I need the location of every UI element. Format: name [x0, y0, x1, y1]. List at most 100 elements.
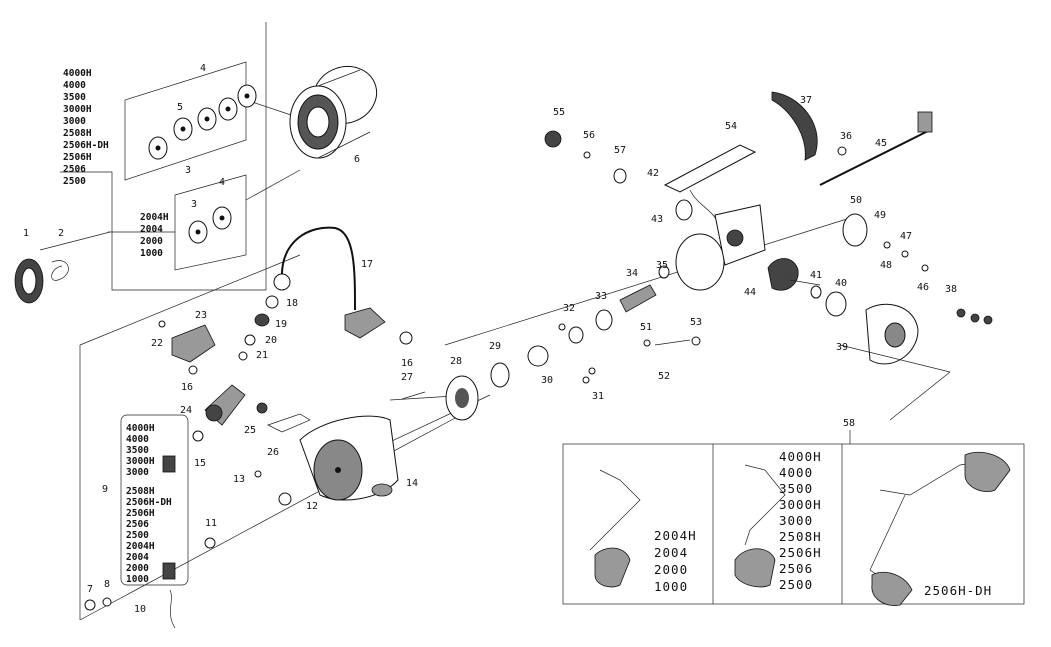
part-number: 48 — [880, 260, 892, 271]
bail-wire — [273, 226, 386, 339]
part-number: 14 — [406, 478, 418, 489]
spool-model: 3500 — [63, 92, 86, 103]
spool-model-list-a: 4000H 4000 3500 3000H 3000 2508H 2506H-D… — [63, 68, 109, 187]
part-number: 41 — [810, 270, 822, 281]
spool-model: 3000 — [63, 116, 86, 127]
spool-model-box — [60, 22, 301, 291]
part-number: 2 — [58, 228, 64, 239]
spool-model: 2506 — [63, 164, 86, 175]
bail-model: 3000 — [126, 467, 149, 478]
part-number: 40 — [835, 278, 847, 289]
part-number: 3 — [191, 199, 197, 210]
part-number: 44 — [744, 287, 756, 298]
handle-model: 2004H — [654, 528, 697, 543]
part-number: 8 — [104, 579, 110, 590]
part-number: 20 — [265, 335, 277, 346]
part-number: 38 — [945, 284, 957, 295]
part-number: 50 — [850, 195, 862, 206]
part-number: 26 — [267, 447, 279, 458]
top-small-parts — [544, 130, 701, 347]
part-number: 15 — [194, 458, 206, 469]
spool-clip — [51, 260, 69, 281]
part-number: 51 — [640, 322, 652, 333]
spool-model: 3000H — [63, 104, 92, 115]
part-number: 54 — [725, 121, 737, 132]
part-number: 13 — [233, 474, 245, 485]
bail-model: 2506 — [126, 519, 149, 530]
handle-model: 2500 — [779, 577, 813, 592]
bail-trip-and-rod — [771, 91, 933, 186]
part-number: 46 — [917, 282, 929, 293]
handle-2004-illustration — [589, 469, 641, 588]
bail-model: 2004 — [126, 552, 149, 563]
spool-model: 2004 — [140, 224, 163, 235]
part-number-labels: 1 2 3 3 4 4 5 6 7 8 9 10 11 12 13 14 15 … — [23, 63, 957, 615]
part-number: 22 — [151, 338, 163, 349]
part-number: 34 — [626, 268, 638, 279]
part-number: 11 — [205, 518, 217, 529]
part-number: 32 — [563, 303, 575, 314]
drag-knob — [14, 258, 44, 304]
rotor-small-parts — [84, 470, 292, 611]
part-number: 52 — [658, 371, 670, 382]
part-number: 28 — [450, 356, 462, 367]
spool-model: 4000H — [63, 68, 92, 79]
part-number: 37 — [800, 95, 812, 106]
body-frame — [663, 144, 766, 291]
drag-washers-lower — [188, 206, 232, 244]
part-number: 10 — [134, 604, 146, 615]
drag-washers-upper — [148, 84, 257, 160]
part-number: 49 — [874, 210, 886, 221]
spool-model: 2506H-DH — [63, 140, 109, 151]
handle-options-box: 2004H 2004 2000 1000 4000H 4000 3500 300… — [562, 430, 1025, 606]
part-number: 16 — [401, 358, 413, 369]
part-number: 31 — [592, 391, 604, 402]
bail-model: 4000 — [126, 434, 149, 445]
handle-model: 3000H — [779, 497, 822, 512]
center-parts — [389, 217, 851, 421]
handle-model: 2506H — [779, 545, 822, 560]
part-number: 25 — [244, 425, 256, 436]
part-number: 43 — [651, 214, 663, 225]
gear-train — [595, 199, 929, 331]
bail-model-box: 4000H 4000 3500 3000H 3000 2508H 2506H-D… — [120, 414, 189, 629]
part-number: 21 — [256, 350, 268, 361]
part-number: 53 — [690, 317, 702, 328]
spool-model: 2506H — [63, 152, 92, 163]
part-number: 3 — [185, 165, 191, 176]
part-number: 19 — [275, 319, 287, 330]
part-number: 36 — [840, 131, 852, 142]
handle-2506h-dh-illustration — [869, 451, 1011, 606]
handle-model: 3000 — [779, 513, 813, 528]
spool-model: 2508H — [63, 128, 92, 139]
part-number: 30 — [541, 375, 553, 386]
bail-model: 2004H — [126, 541, 155, 552]
part-number: 16 — [181, 382, 193, 393]
handle-model: 2004 — [654, 545, 688, 560]
part-number: 24 — [180, 405, 192, 416]
bail-model: 2000 — [126, 563, 149, 574]
bail-model: 2506H-DH — [126, 497, 172, 508]
part-number: 39 — [836, 342, 848, 353]
spool-model: 2500 — [63, 176, 86, 187]
part-number: 33 — [595, 291, 607, 302]
spool-model: 2004H — [140, 212, 169, 223]
spool-model: 4000 — [63, 80, 86, 91]
handle-model: 2508H — [779, 529, 822, 544]
part-number: 27 — [401, 372, 413, 383]
rotor — [299, 415, 399, 501]
part-number: 58 — [843, 418, 855, 429]
bail-model: 4000H — [126, 423, 155, 434]
spool-model: 2000 — [140, 236, 163, 247]
part-number: 5 — [177, 102, 183, 113]
part-number: 12 — [306, 501, 318, 512]
part-number: 45 — [875, 138, 887, 149]
part-number: 6 — [354, 154, 360, 165]
part-number: 47 — [900, 231, 912, 242]
part-number: 57 — [614, 145, 626, 156]
bail-hardware — [158, 295, 413, 442]
part-number: 7 — [87, 584, 93, 595]
part-number: 17 — [361, 259, 373, 270]
handle-4000-illustration — [734, 464, 786, 588]
part-number: 23 — [195, 310, 207, 321]
